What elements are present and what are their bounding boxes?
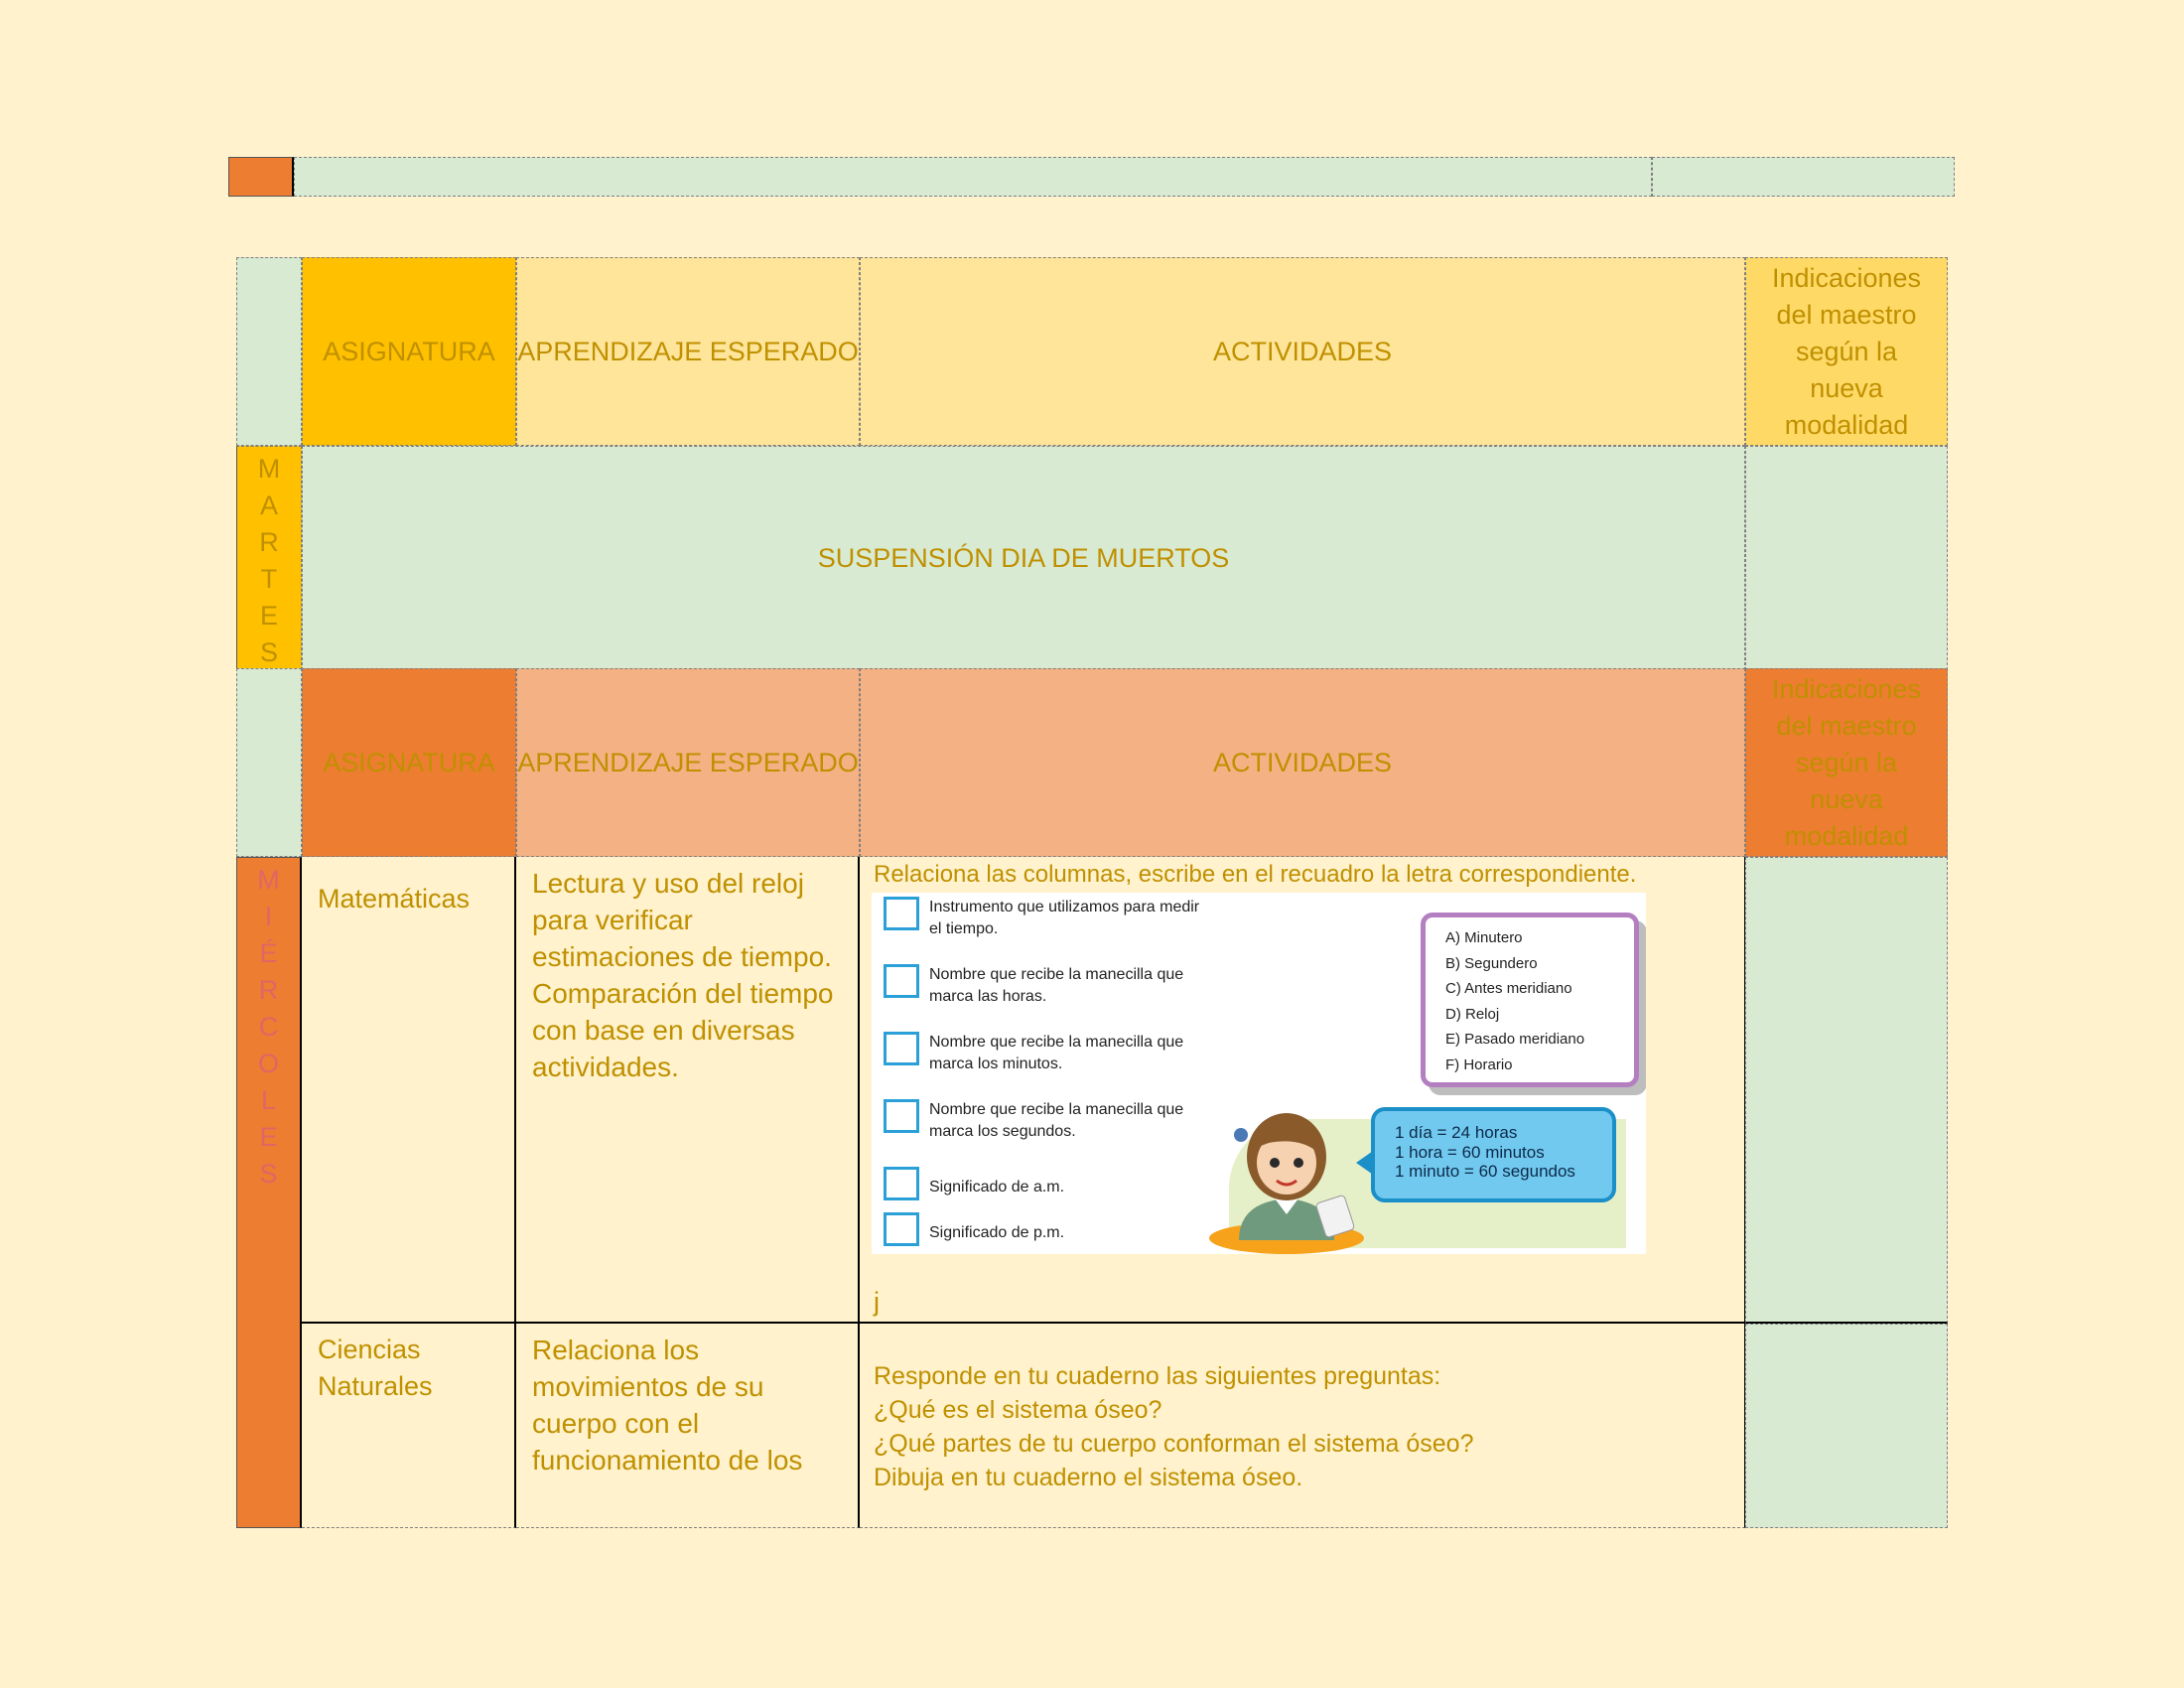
bubble-line: 1 hora = 60 minutos (1395, 1142, 1545, 1162)
matematicas-activity-cell: Relaciona las columnas, escribe en el re… (860, 857, 1745, 1324)
suspension-text: SUSPENSIÓN DIA DE MUERTOS (817, 542, 1230, 573)
bubble-line: 1 minuto = 60 segundos (1395, 1162, 1575, 1181)
miercoles-header-asignatura: ASIGNATURA (302, 668, 516, 857)
day-letter: M (257, 865, 280, 895)
ciencias-activity-line: ¿Qué es el sistema óseo? (874, 1396, 1162, 1424)
top-header-row (228, 157, 1955, 197)
matematicas-activity-instruction: Relaciona las columnas, escribe en el re… (874, 861, 1637, 888)
martes-header-spacer (236, 257, 302, 446)
day-letter: E (259, 601, 278, 631)
day-letter: A (259, 491, 278, 520)
time-equivalences-bubble: 1 día = 24 horas 1 hora = 60 minutos 1 m… (1371, 1107, 1616, 1202)
matematicas-indicaciones-cell (1745, 857, 1948, 1324)
martes-header-actividades: ACTIVIDADES (860, 257, 1745, 446)
martes-day-label: M A R T E S (236, 446, 302, 670)
top-header-main-cell (294, 157, 1652, 197)
option-item: E) Pasado meridiano (1445, 1031, 1585, 1048)
ciencias-indicaciones-cell (1745, 1324, 1948, 1528)
martes-indicaciones-cell (1745, 446, 1948, 670)
day-letter: I (264, 902, 273, 931)
day-letter: E (259, 1122, 278, 1152)
matematicas-subject-cell: Matemáticas (302, 857, 516, 1324)
table-martes: ASIGNATURA APRENDIZAJE ESPERADO ACTIVIDA… (236, 257, 1948, 670)
miercoles-header-spacer (236, 668, 302, 857)
option-item: A) Minutero (1445, 929, 1523, 946)
day-letter: R (259, 527, 279, 557)
table-miercoles: ASIGNATURA APRENDIZAJE ESPERADO ACTIVIDA… (236, 668, 1948, 1528)
miercoles-day-label: M I É R C O L E S (236, 857, 302, 1528)
worksheet-item: Instrumento que utilizamos para medir el… (884, 897, 1207, 940)
day-letter: M (257, 454, 281, 484)
day-letter: T (260, 564, 278, 594)
martes-header-asignatura: ASIGNATURA (302, 257, 516, 446)
miercoles-header-indicaciones: Indicaciones del maestro según la nueva … (1745, 668, 1948, 857)
day-letter: C (258, 1012, 279, 1042)
girl-illustration-icon (1209, 1113, 1364, 1254)
day-letter: O (257, 1049, 279, 1078)
answer-box[interactable] (884, 1212, 919, 1246)
top-header-accent-cell (228, 157, 294, 197)
worksheet-item: Nombre que recibe la manecilla que marca… (884, 1099, 1227, 1143)
worksheet-item: Significado de a.m. (884, 1167, 1227, 1200)
option-item: D) Reloj (1445, 1005, 1500, 1023)
answer-box[interactable] (884, 897, 919, 930)
matematicas-learning-cell: Lectura y uso del reloj para verificar e… (516, 857, 860, 1324)
ciencias-activity-line: ¿Qué partes de tu cuerpo conforman el si… (874, 1430, 1474, 1458)
day-letter: R (258, 975, 279, 1005)
martes-header-aprendizaje: APRENDIZAJE ESPERADO (516, 257, 860, 446)
miercoles-header-aprendizaje: APRENDIZAJE ESPERADO (516, 668, 860, 857)
answer-box[interactable] (884, 964, 919, 998)
matematicas-trailing-text: j (874, 1287, 880, 1317)
ciencias-learning-cell: Relaciona los movimientos de su cuerpo c… (516, 1324, 860, 1528)
ciencias-activity-line: Responde en tu cuaderno las siguientes p… (874, 1362, 1441, 1390)
ciencias-activity-line: Dibuja en tu cuaderno el sistema óseo. (874, 1464, 1303, 1491)
day-letter: L (260, 1085, 277, 1115)
day-letter: É (259, 938, 278, 968)
ciencias-activity-cell: Responde en tu cuaderno las siguientes p… (860, 1324, 1745, 1528)
day-letter: S (259, 1159, 278, 1189)
option-item: F) Horario (1445, 1055, 1513, 1073)
worksheet-item: Nombre que recibe la manecilla que marca… (884, 964, 1227, 1008)
answer-box[interactable] (884, 1167, 919, 1200)
day-letter: S (259, 637, 278, 667)
martes-suspension-cell: SUSPENSIÓN DIA DE MUERTOS (302, 446, 1745, 670)
option-item: C) Antes meridiano (1445, 980, 1572, 997)
clock-worksheet-image: Instrumento que utilizamos para medir el… (872, 893, 1646, 1254)
answer-box[interactable] (884, 1032, 919, 1065)
worksheet-item: Nombre que recibe la manecilla que marca… (884, 1032, 1227, 1075)
worksheet-item: Significado de p.m. (884, 1212, 1227, 1246)
martes-header-indicaciones: Indicaciones del maestro según la nueva … (1745, 257, 1948, 446)
miercoles-header-actividades: ACTIVIDADES (860, 668, 1745, 857)
option-item: B) Segundero (1445, 954, 1538, 972)
top-header-right-cell (1652, 157, 1955, 197)
worksheet-options-box: A) Minutero B) Segundero C) Antes meridi… (1421, 913, 1639, 1087)
bubble-line: 1 día = 24 horas (1395, 1123, 1518, 1142)
answer-box[interactable] (884, 1099, 919, 1133)
ciencias-subject-cell: Ciencias Naturales (302, 1324, 516, 1528)
